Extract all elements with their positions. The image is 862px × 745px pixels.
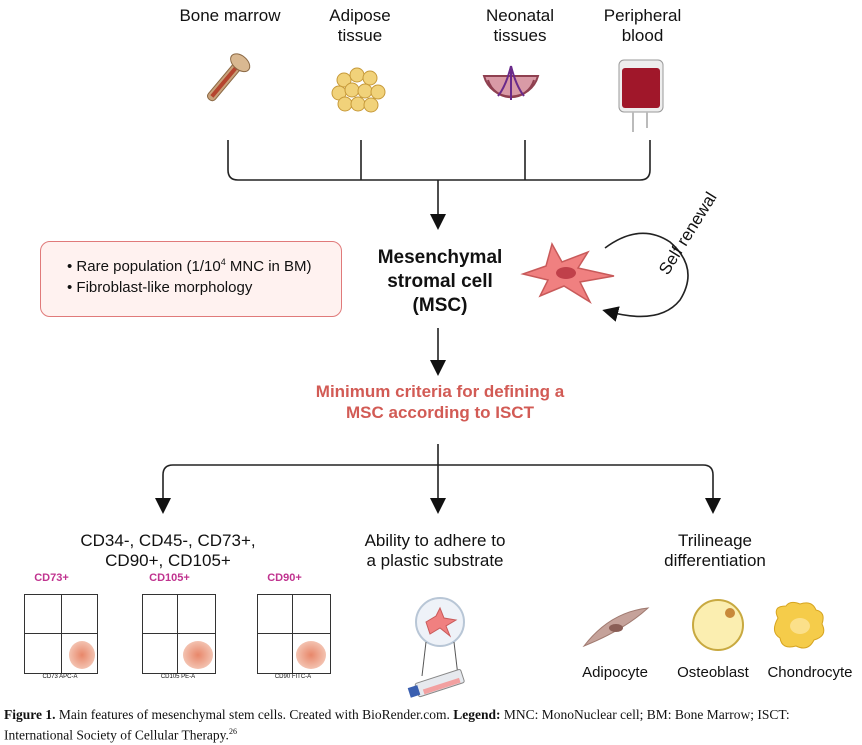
source-label-line: tissue <box>337 26 383 45</box>
diff-label-adipocyte: Adipocyte <box>582 664 648 681</box>
feature-fibroblast-morphology: Fibroblast-like morphology <box>67 277 341 298</box>
blood-bag-icon <box>618 59 664 132</box>
markers-label-line: CD34-, CD45-, CD73+, <box>80 531 256 550</box>
source-label-line: blood <box>621 26 664 45</box>
osteoblast-cell-icon <box>692 599 744 651</box>
caption-reference: 26 <box>228 727 237 736</box>
criteria-title-line: MSC according to ISCT <box>346 403 534 422</box>
flow-plot-cd90: CD90+ CD90 FITC-A <box>237 572 332 688</box>
flow-plot-axes <box>24 594 98 674</box>
trilineage-label-line: Trilineage <box>677 531 753 550</box>
adhere-label-line: Ability to adhere to <box>364 531 506 550</box>
caption-legend-label: Legend: <box>453 707 501 722</box>
feature-superscript: 4 <box>220 257 226 267</box>
criteria-title: Minimum criteria for defining a MSC acco… <box>250 381 630 423</box>
adhere-label: Ability to adhere to a plastic substrate <box>330 531 540 571</box>
figure-caption: Figure 1. Main features of mesenchymal s… <box>4 706 860 744</box>
feature-rare-population: Rare population (1/104 MNC in BM) <box>67 252 341 277</box>
criteria-title-line: Minimum criteria for defining a <box>315 382 565 401</box>
source-label-neonatal: Neonatal tissues <box>465 6 575 46</box>
source-label-line: Adipose <box>329 6 391 25</box>
msc-title: Mesenchymal stromal cell (MSC) <box>355 246 525 318</box>
flow-plot-xlabel: CD73 APC-A <box>42 674 78 680</box>
msc-cell-icon <box>520 242 615 305</box>
bone-icon <box>207 53 251 102</box>
flow-plot-title: CD73+ <box>34 572 69 584</box>
flow-plot-cd105: CD105+ CD105 PE-A <box>122 572 217 688</box>
flow-plot-cd73: CD73+ CD73 APC-A <box>4 572 99 688</box>
source-label-line: tissues <box>493 26 547 45</box>
flow-plot-title: CD90+ <box>267 572 302 584</box>
adipose-tissue-icon <box>331 67 386 113</box>
source-label-line: Neonatal <box>485 6 555 25</box>
msc-title-line: (MSC) <box>412 295 468 316</box>
flow-plot-axes <box>142 594 216 674</box>
diff-label-osteoblast: Osteoblast <box>677 664 749 681</box>
msc-features-list: Rare population (1/104 MNC in BM) Fibrob… <box>41 242 341 298</box>
markers-label: CD34-, CD45-, CD73+, CD90+, CD105+ <box>58 531 278 571</box>
feature-text: Rare population (1/10 <box>76 258 221 275</box>
feature-text: MNC in BM) <box>225 258 312 275</box>
flow-plot-title: CD105+ <box>149 572 190 584</box>
markers-label-line: CD90+, CD105+ <box>105 551 231 570</box>
culture-flask-icon <box>407 597 465 698</box>
caption-figure-number: Figure 1. <box>4 707 56 722</box>
trilineage-label-line: differentiation <box>664 551 766 570</box>
caption-text: MNC: MonoNuclear cell; BM: Bone Marrow; … <box>4 707 790 743</box>
flow-plot-xlabel: CD105 PE-A <box>160 674 196 680</box>
chondrocyte-cell-icon <box>774 601 825 649</box>
source-label-bone-marrow: Bone marrow <box>179 6 281 25</box>
msc-title-line: Mesenchymal <box>377 247 503 268</box>
trilineage-label: Trilineage differentiation <box>630 531 800 571</box>
diff-label-chondrocyte: Chondrocyte <box>767 664 853 681</box>
adipocyte-cell-icon <box>582 607 650 648</box>
flow-plot-axes <box>257 594 331 674</box>
placenta-icon <box>482 65 540 100</box>
source-label-line: Peripheral <box>603 6 682 25</box>
source-label-peripheral-blood: Peripheral blood <box>585 6 700 46</box>
source-label-adipose: Adipose tissue <box>310 6 410 46</box>
flow-plot-xlabel: CD90 FITC-A <box>274 674 312 680</box>
msc-title-line: stromal cell <box>387 271 493 292</box>
adhere-label-line: a plastic substrate <box>366 551 504 570</box>
msc-features-box: Rare population (1/104 MNC in BM) Fibrob… <box>40 241 342 317</box>
caption-text: Main features of mesenchymal stem cells.… <box>55 707 454 722</box>
